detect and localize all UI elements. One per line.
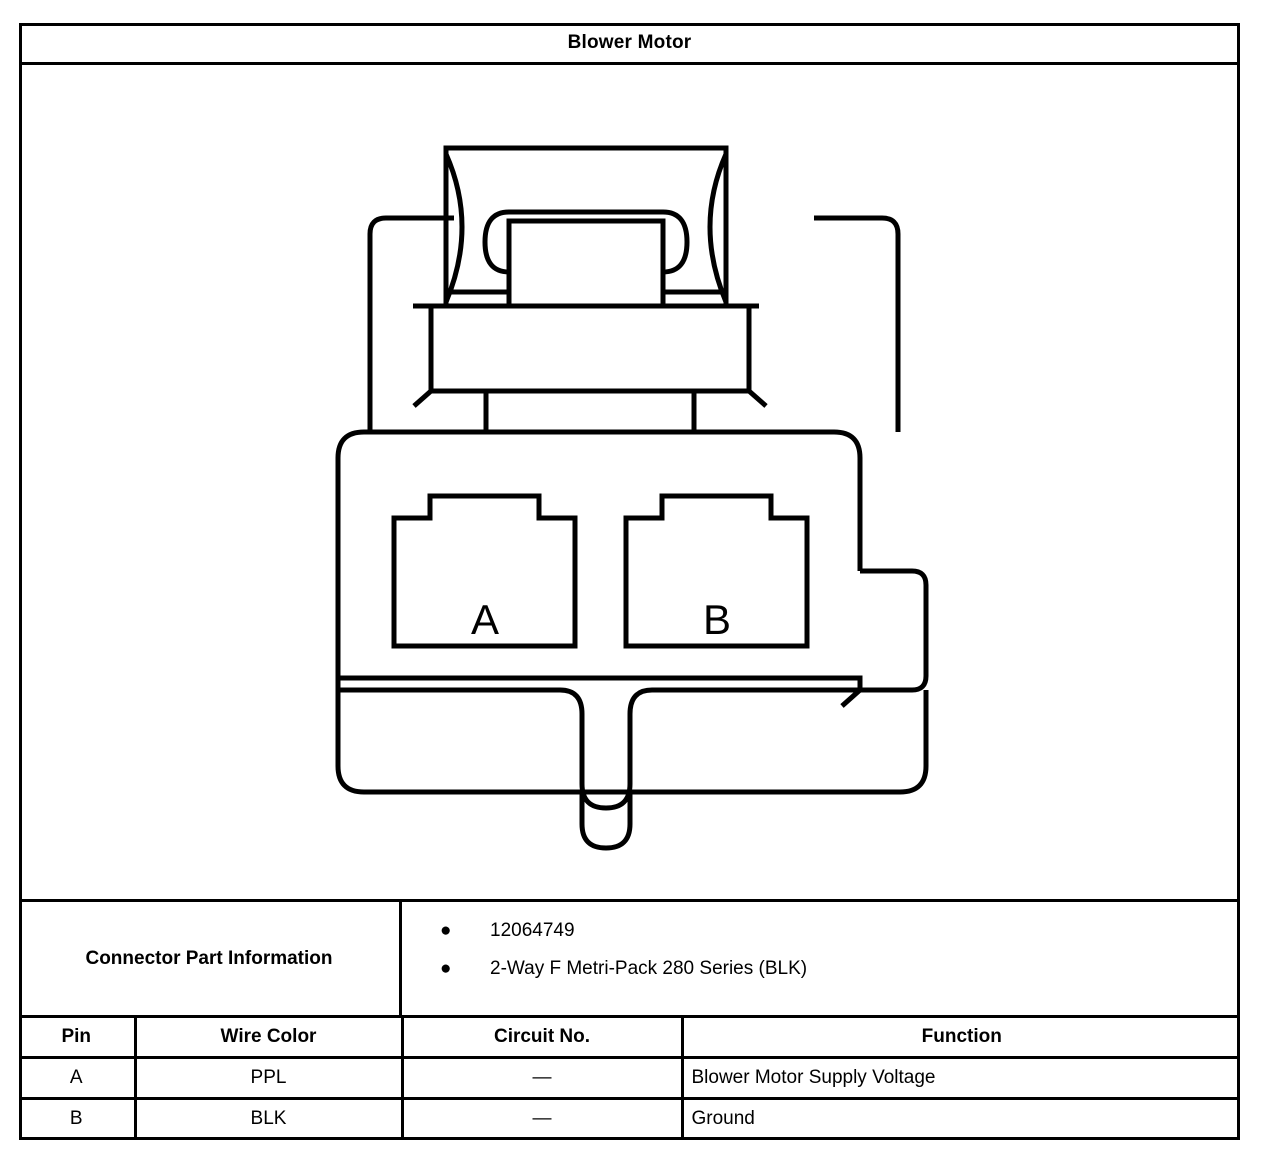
part-info-label-cell: Connector Part Information xyxy=(19,902,402,1015)
part-number-text: 12064749 xyxy=(490,920,575,941)
part-info-values-cell: ● 12064749 ● 2-Way F Metri-Pack 280 Seri… xyxy=(402,902,1240,1015)
flange-chamfer-right xyxy=(747,389,768,408)
latch-tongue-left-cap xyxy=(482,209,510,275)
document-frame xyxy=(19,23,1240,1140)
column-header-function: Function xyxy=(682,1018,1240,1059)
cavity-a-outline xyxy=(391,493,578,649)
flange-chamfer-left xyxy=(412,389,433,408)
column-header-pin: Pin xyxy=(19,1018,137,1059)
table-row: B BLK — Ground xyxy=(19,1098,1240,1138)
latch-tongue-body xyxy=(506,218,666,309)
connector-part-information-row: Connector Part Information ● 12064749 ● … xyxy=(19,899,1240,1018)
cavity-b-outline xyxy=(623,493,810,649)
main-body-outline-lower xyxy=(335,458,863,690)
column-header-wire-color: Wire Color xyxy=(135,1018,404,1059)
part-info-item: ● 2-Way F Metri-Pack 280 Series (BLK) xyxy=(440,958,1240,996)
cavity-b-label: B xyxy=(703,596,731,643)
cell-pin: A xyxy=(19,1057,137,1100)
column-header-circuit-no: Circuit No. xyxy=(402,1018,684,1059)
part-info-item: ● 12064749 xyxy=(440,920,1240,958)
table-row: A PPL — Blower Motor Supply Voltage xyxy=(19,1057,1240,1100)
part-description-text: 2-Way F Metri-Pack 280 Series (BLK) xyxy=(490,958,808,979)
part-info-label-text: Connector Part Information xyxy=(85,947,333,969)
side-tab-ear xyxy=(860,568,929,693)
cell-function: Ground xyxy=(691,1108,755,1129)
connector-upper-shell xyxy=(370,218,486,432)
upper-shell-left-wall xyxy=(367,215,454,432)
pin-assignment-table: Pin Wire Color Circuit No. Function A PP… xyxy=(19,1018,1240,1138)
title-bar: Blower Motor xyxy=(19,23,1240,65)
bullet-icon: ● xyxy=(440,958,452,979)
cell-pin: B xyxy=(19,1098,137,1138)
bullet-icon: ● xyxy=(440,920,452,941)
connector-flange-block xyxy=(428,306,752,394)
connector-illustration: A B xyxy=(335,145,929,851)
cell-circuit-no: — xyxy=(402,1098,684,1138)
latch-right-bulge xyxy=(707,152,729,303)
upper-shell-right-wall xyxy=(814,215,901,432)
page-title: Blower Motor xyxy=(567,31,692,53)
connector-main-body-upper xyxy=(352,432,860,678)
bottom-key-tab xyxy=(579,792,633,851)
cavity-a-label: A xyxy=(471,596,499,643)
main-body-outline xyxy=(335,429,863,571)
cell-wire-color: PPL xyxy=(135,1057,404,1100)
cell-circuit-no: — xyxy=(402,1057,684,1100)
connector-drawing: A B xyxy=(22,66,1237,896)
table-header-row: Pin Wire Color Circuit No. Function xyxy=(19,1018,1240,1059)
latch-left-bulge xyxy=(443,152,465,303)
cell-wire-color: BLK xyxy=(135,1098,404,1138)
skirt-top-with-notch xyxy=(338,687,860,811)
side-tab-tick xyxy=(840,688,862,708)
latch-tongue-right-cap xyxy=(662,209,690,275)
cell-function: Blower Motor Supply Voltage xyxy=(682,1057,1240,1100)
